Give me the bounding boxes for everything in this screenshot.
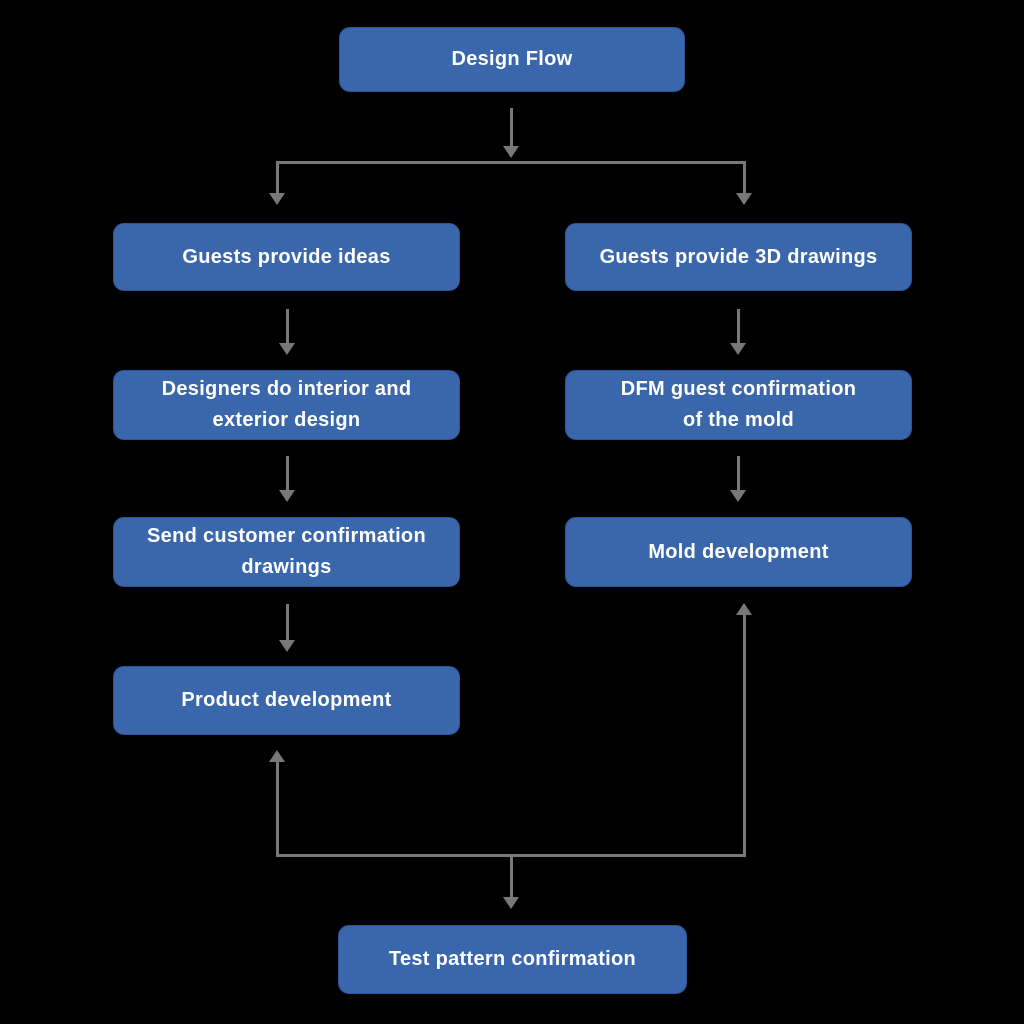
edge-ideas-designers-line <box>286 309 289 345</box>
node-design-flow: Design Flow <box>339 27 685 92</box>
edge-junction-bar-line <box>276 854 746 857</box>
edge-junction-mold-line <box>743 614 746 854</box>
node-mold-development: Mold development <box>565 517 912 587</box>
edge-dfm-mold-line <box>737 456 740 492</box>
arrowhead-down-icon <box>279 640 295 652</box>
edge-designflow-stem-line <box>510 108 513 148</box>
node-test-pattern-confirmation: Test pattern confirmation <box>338 925 687 994</box>
arrowhead-down-icon <box>503 146 519 158</box>
edge-send-product-line <box>286 604 289 642</box>
node-guests-provide-ideas: Guests provide ideas <box>113 223 460 291</box>
node-product-development: Product development <box>113 666 460 735</box>
arrowhead-up-icon <box>736 603 752 615</box>
edge-3d-dfm-line <box>737 309 740 345</box>
arrowhead-down-icon <box>730 490 746 502</box>
node-dfm-guest-confirmation: DFM guest confirmation of the mold <box>565 370 912 440</box>
edge-designers-send-line <box>286 456 289 492</box>
arrowhead-up-icon <box>269 750 285 762</box>
node-send-customer-confirmation-drawings: Send customer confirmation drawings <box>113 517 460 587</box>
edge-junction-product-line <box>276 761 279 856</box>
arrowhead-down-icon <box>269 193 285 205</box>
arrowhead-down-icon <box>279 490 295 502</box>
node-designers-interior-exterior: Designers do interior and exterior desig… <box>113 370 460 440</box>
edge-split-right-line <box>743 161 746 195</box>
edge-split-left-line <box>276 161 279 195</box>
arrowhead-down-icon <box>736 193 752 205</box>
edge-split-bar-line <box>276 161 746 164</box>
edge-junction-test-line <box>510 857 513 899</box>
node-guests-provide-3d-drawings: Guests provide 3D drawings <box>565 223 912 291</box>
arrowhead-down-icon <box>279 343 295 355</box>
arrowhead-down-icon <box>503 897 519 909</box>
arrowhead-down-icon <box>730 343 746 355</box>
